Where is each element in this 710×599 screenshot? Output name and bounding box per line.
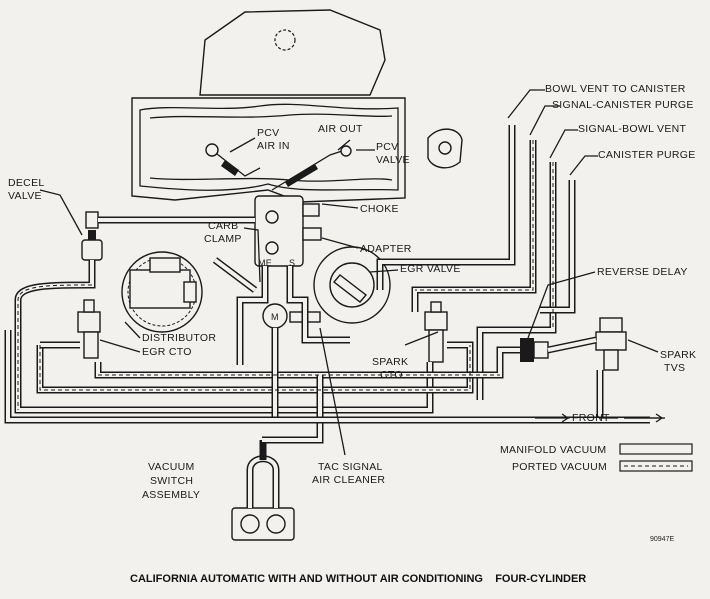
label-ported-vacuum: PORTED VACUUM xyxy=(512,461,607,473)
reverse-delay-valve xyxy=(520,338,549,362)
label-me-port: ME xyxy=(258,258,272,268)
carburetor-body xyxy=(254,195,322,267)
figure-caption: CALIFORNIA AUTOMATIC WITH AND WITHOUT AI… xyxy=(130,573,586,585)
label-distributor: DISTRIBUTOR xyxy=(142,332,216,344)
spark-cto-valve xyxy=(424,301,448,363)
label-vacuum-switch-line2: SWITCH xyxy=(150,475,193,487)
vacuum-switch-assembly xyxy=(231,455,295,541)
egr-valve xyxy=(313,246,391,324)
label-s-port: S xyxy=(289,258,295,268)
figure-code: 90947E xyxy=(650,536,674,543)
distributor xyxy=(121,251,203,333)
spark-tvs-valve xyxy=(595,317,627,371)
label-carb-clamp-line1: CARB xyxy=(208,220,238,232)
label-canister-purge: CANISTER PURGE xyxy=(598,149,696,161)
label-tac-signal-line1: TAC SIGNAL xyxy=(318,461,383,473)
label-choke: CHOKE xyxy=(360,203,399,215)
label-pcv-valve-line2: VALVE xyxy=(376,154,410,166)
label-spark-tvs-line1: SPARK xyxy=(660,349,696,361)
label-manifold-vacuum: MANIFOLD VACUUM xyxy=(500,444,606,456)
label-signal-bowl-vent: SIGNAL-BOWL VENT xyxy=(578,123,687,135)
pcv-air-in-fitting xyxy=(205,143,261,177)
label-carb-clamp-line2: CLAMP xyxy=(204,233,242,245)
label-air-out: AIR OUT xyxy=(318,123,363,135)
choke-housing xyxy=(427,128,463,169)
ported-vacuum-traces xyxy=(17,140,554,410)
label-m-motor: M xyxy=(271,312,279,322)
label-tac-signal-line2: AIR CLEANER xyxy=(312,474,385,486)
label-pcv-air-in-line2: AIR IN xyxy=(257,140,290,152)
vacuum-hoses xyxy=(4,125,650,460)
label-decel-valve-line2: VALVE xyxy=(8,190,42,202)
pcv-valve-fitting xyxy=(271,145,352,191)
label-egr-cto: EGR CTO xyxy=(142,346,192,358)
label-signal-canister-purge: SIGNAL-CANISTER PURGE xyxy=(552,99,694,111)
label-spark-cto-line2: CTO xyxy=(380,369,403,381)
egr-cto-valve xyxy=(77,299,101,359)
label-pcv-air-in-line1: PCV xyxy=(257,127,280,139)
label-adapter: ADAPTER xyxy=(360,243,412,255)
air-cleaner-housing xyxy=(131,9,406,203)
label-egr-valve: EGR VALVE xyxy=(400,263,461,275)
label-spark-tvs-line2: TVS xyxy=(664,362,685,374)
legend-tubes xyxy=(619,443,693,472)
label-bowl-vent-to-canister: BOWL VENT TO CANISTER xyxy=(545,83,686,95)
label-reverse-delay: REVERSE DELAY xyxy=(597,266,688,278)
label-pcv-valve-line1: PCV xyxy=(376,141,399,153)
label-vacuum-switch-line3: ASSEMBLY xyxy=(142,489,200,501)
label-vacuum-switch-line1: VACUUM xyxy=(148,461,195,473)
label-spark-cto-line1: SPARK xyxy=(372,356,408,368)
label-front: FRONT xyxy=(572,412,610,424)
label-decel-valve-line1: DECEL xyxy=(8,177,45,189)
leader-lines xyxy=(39,89,665,456)
